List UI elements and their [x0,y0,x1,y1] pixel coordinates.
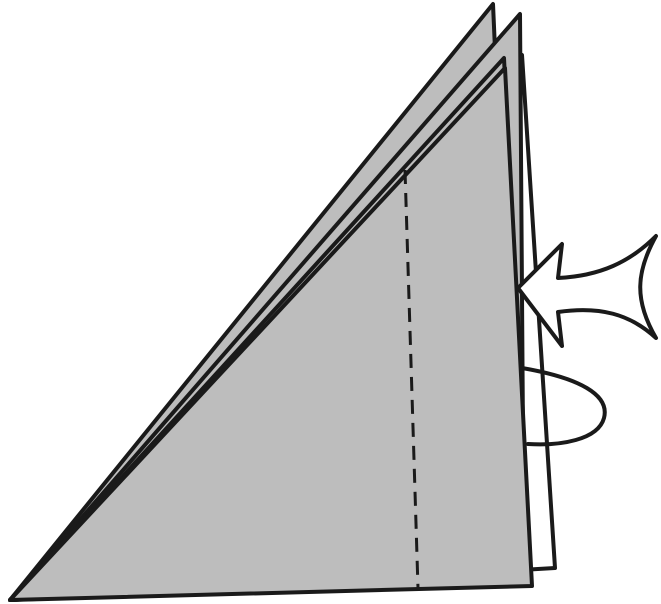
push-arrow-icon [516,234,658,348]
fold-behind-arrow-icon [520,366,607,447]
paper-layer-front [8,66,534,602]
valley-fold-line [403,169,420,589]
